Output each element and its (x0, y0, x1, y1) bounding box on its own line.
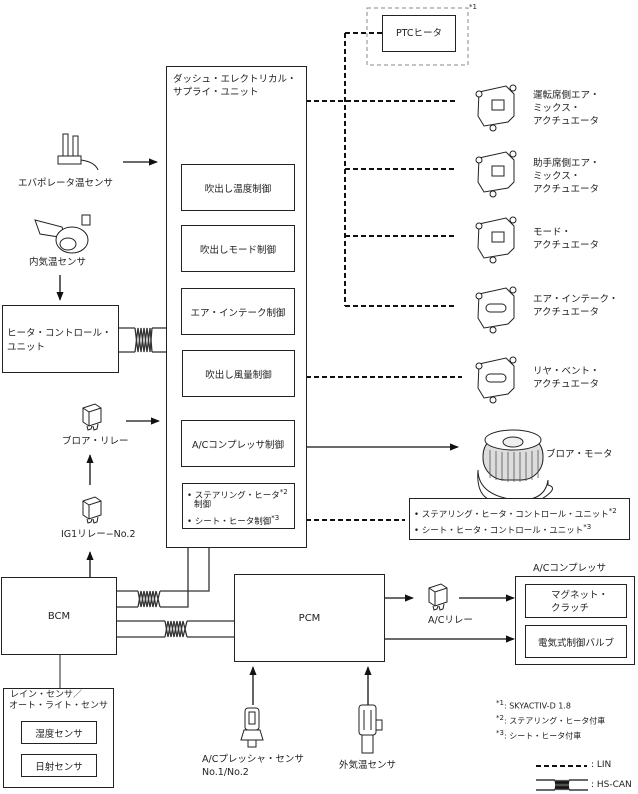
control-label: 吹出し温度制御 (204, 183, 272, 195)
control-block-outlet-temp: 吹出し温度制御 (181, 164, 295, 211)
ac-relay-icon (428, 583, 448, 611)
actuator-icon-rear-vent (475, 356, 517, 404)
actuator-icon-mode (475, 216, 517, 264)
relay-icons (82, 403, 448, 611)
ig1-relay-icon (82, 496, 102, 524)
pcm-box: PCM (234, 574, 385, 662)
bcm-label: BCM (47, 610, 71, 622)
ambient-sensor-icon (358, 704, 383, 754)
blower-motor-icon (477, 429, 553, 504)
rain-light-sensor-box: レイン・センサ／ オート・ライト・センサ 湿度センサ 日射センサ (3, 688, 114, 788)
steering-heater-control-line1: • ステアリング・ヒータ*2 (187, 488, 288, 501)
steering-heater-control-line2: 制御 (194, 500, 212, 510)
seat-heater-control: • シート・ヒータ制御*3 (187, 514, 280, 527)
solar-sensor: 日射センサ (21, 754, 97, 777)
rain-sensor-title-line2: オート・ライト・センサ (9, 701, 109, 711)
legend-samples (536, 765, 588, 791)
heater-control-unit: ヒータ・コントロール・ ユニット (2, 305, 119, 373)
blower-relay-icon (82, 403, 102, 431)
legend-lin-label: : LIN (591, 760, 612, 770)
lin-bus (306, 32, 462, 521)
bcm-box: BCM (1, 577, 117, 655)
actuator-icons (475, 84, 517, 404)
ac-compressor-box: マグネット・ クラッチ 電気式制御バルブ (515, 576, 635, 665)
control-label: エア・インテーク制御 (190, 307, 286, 319)
control-block-heaters: • ステアリング・ヒータ*2 制御 • シート・ヒータ制御*3 (182, 483, 295, 529)
electric-control-valve: 電気式制御バルブ (525, 625, 627, 658)
ptc-optional-boundary (366, 7, 469, 66)
evaporator-sensor-label: エバポレータ温センサ (18, 178, 114, 189)
pcm-label: PCM (298, 612, 321, 624)
ac-compressor-title: A/Cコンプレッサ (533, 563, 607, 574)
ac-pressure-sensor-icon (240, 707, 264, 748)
control-label: A/Cコンプレッサ制御 (191, 439, 285, 451)
legend-can-label: : HS-CAN (591, 780, 632, 790)
desu-title-line2: サプライ・ユニット (173, 87, 259, 98)
control-block-ac-compressor: A/Cコンプレッサ制御 (181, 420, 295, 467)
blower-motor-label: ブロア・モータ (546, 449, 613, 460)
actuator-icon-intake (475, 286, 517, 334)
control-block-outlet-mode: 吹出しモード制御 (181, 225, 295, 272)
control-label: 吹出しモード制御 (199, 244, 276, 256)
can-bcm-desu (116, 547, 210, 608)
ac-pressure-sensor-label-line1: A/Cプレッシャ・センサ (202, 754, 304, 765)
control-block-airflow: 吹出し風量制御 (182, 350, 295, 397)
can-hcu-desu (118, 327, 166, 353)
footnote-1: *1: SKYACTIV-D 1.8 (496, 699, 571, 711)
ptc-heater-box: PTCヒータ (382, 15, 456, 52)
blower-relay-label: ブロア・リレー (62, 436, 129, 447)
footnote-3: *3: シート・ヒータ付車 (496, 729, 582, 741)
control-block-air-intake: エア・インテーク制御 (181, 288, 295, 335)
cabin-temp-sensor-label: 内気温センサ (29, 257, 87, 268)
ac-relay-label: A/Cリレー (428, 615, 473, 626)
can-bcm-pcm (116, 620, 235, 638)
signal-lines (56, 158, 515, 705)
heater-control-units-box: • ステアリング・ヒータ・コントロール・ユニット*2 • シート・ヒータ・コント… (409, 498, 630, 540)
magnet-clutch: マグネット・ クラッチ (525, 584, 627, 618)
ig1-relay-label: IG1リレー−No.2 (61, 529, 136, 540)
seat-heater-unit: • シート・ヒータ・コントロール・ユニット*3 (414, 523, 592, 536)
humidity-sensor: 湿度センサ (21, 721, 97, 744)
legend-can-sample (536, 779, 588, 791)
footnote-2: *2: ステアリング・ヒータ付車 (496, 714, 606, 726)
control-label: 吹出し風量制御 (205, 369, 272, 381)
actuator-icon-driver-mix (475, 84, 517, 132)
ptc-heater-label: PTCヒータ (395, 28, 443, 39)
evaporator-sensor-icon (57, 133, 99, 171)
desu-title-line1: ダッシュ・エレクトリカル・ (173, 74, 297, 85)
cabin-temp-sensor-icon (34, 214, 91, 254)
actuator-icon-passenger-mix (475, 150, 517, 198)
ambient-sensor-label: 外気温センサ (339, 760, 397, 771)
steering-heater-unit: • ステアリング・ヒータ・コントロール・ユニット*2 (414, 507, 617, 520)
ptc-heater-note: *1 (469, 3, 477, 11)
ac-pressure-sensor-label-line2: No.1/No.2 (202, 767, 249, 778)
rain-sensor-title-line1: レイン・センサ／ (10, 690, 83, 700)
